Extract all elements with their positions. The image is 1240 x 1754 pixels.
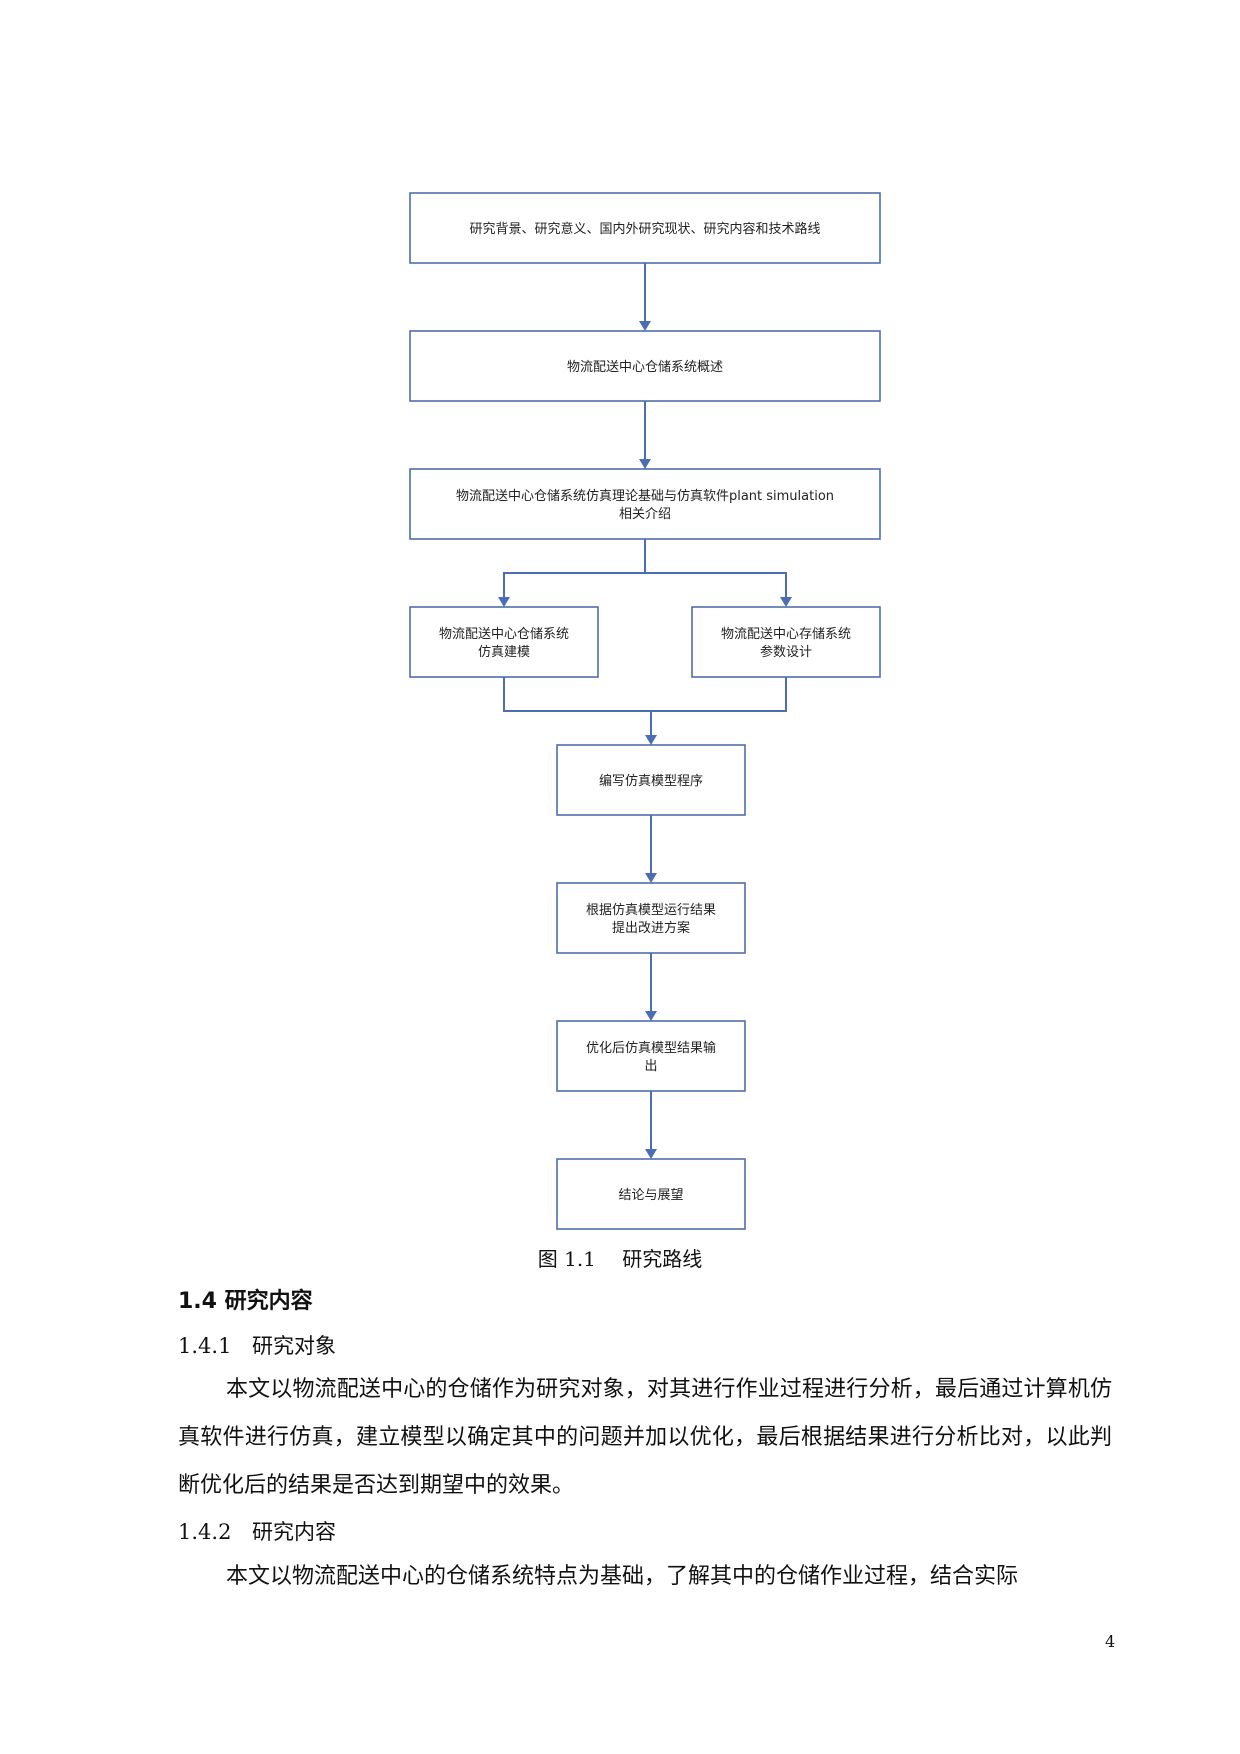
flowchart-node-label: 研究背景、研究意义、国内外研究现状、研究内容和技术路线 — [469, 221, 820, 237]
figure-caption: 图 1.1 研究路线 — [0, 1243, 1240, 1272]
section-title: 研究内容 — [224, 1289, 313, 1314]
section-heading: 1.4 研究内容 — [178, 1283, 313, 1315]
flowchart-node-box — [409, 468, 881, 540]
flowchart-arrowhead — [639, 321, 651, 331]
figure-number: 图 1.1 — [537, 1247, 596, 1271]
subsection-heading-1: 1.4.1 研究对象 — [178, 1330, 336, 1360]
flowchart-node: 编写仿真模型程序 — [556, 744, 746, 816]
flowchart-node-box — [409, 606, 599, 678]
flowchart-node-box — [691, 606, 881, 678]
flowchart-node-label: 编写仿真模型程序 — [599, 774, 703, 789]
flowchart-connector — [644, 539, 787, 597]
subsection-title: 研究内容 — [252, 1520, 336, 1544]
flowchart-nodes: 研究背景、研究意义、国内外研究现状、研究内容和技术路线物流配送中心仓储系统概述物… — [409, 192, 881, 1230]
flowchart-arrowhead — [645, 873, 657, 883]
flowchart-node-label: 结论与展望 — [618, 1187, 683, 1203]
flowchart-node-label: 参数设计 — [760, 644, 812, 660]
flowchart-connectors — [498, 263, 792, 1159]
flowchart-node-label: 物流配送中心仓储系统仿真理论基础与仿真软件plant simulation — [456, 489, 834, 504]
flowchart-connector — [503, 539, 646, 597]
flowchart-arrowhead — [780, 597, 792, 607]
flowchart-node-label: 物流配送中心仓储系统概述 — [567, 360, 723, 375]
flowchart-arrowhead — [498, 597, 510, 607]
flowchart-node-box — [556, 744, 746, 816]
subsection-number: 1.4.1 — [178, 1334, 232, 1358]
flowchart-node: 物流配送中心仓储系统概述 — [409, 330, 881, 402]
flowchart-node-box — [556, 1158, 746, 1230]
flowchart-node-label: 出 — [644, 1059, 657, 1074]
subsection-number: 1.4.2 — [178, 1520, 232, 1544]
subsection-title: 研究对象 — [252, 1334, 336, 1358]
flowchart-arrowhead — [639, 459, 651, 469]
research-route-flowchart: 研究背景、研究意义、国内外研究现状、研究内容和技术路线物流配送中心仓储系统概述物… — [409, 192, 881, 1230]
flowchart-node-label: 仿真建模 — [478, 645, 530, 660]
flowchart-connector — [651, 677, 787, 712]
flowchart-node-label: 优化后仿真模型结果输 — [586, 1040, 716, 1056]
figure-title: 研究路线 — [622, 1247, 703, 1271]
section-number: 1.4 — [178, 1289, 217, 1314]
flowchart-arrowhead — [645, 1011, 657, 1021]
paragraph-research-object: 本文以物流配送中心的仓储作为研究对象，对其进行作业过程进行分析，最后通过计算机仿… — [178, 1377, 1112, 1498]
flowchart-node-box — [409, 192, 881, 264]
page-number: 4 — [1105, 1632, 1116, 1651]
flowchart-node: 研究背景、研究意义、国内外研究现状、研究内容和技术路线 — [409, 192, 881, 264]
flowchart-node-label: 物流配送中心仓储系统 — [439, 627, 569, 642]
flowchart-node-box — [556, 882, 746, 954]
flowchart-node-box — [556, 1020, 746, 1092]
paragraph-research-content: 本文以物流配送中心的仓储系统特点为基础，了解其中的仓储作业过程，结合实际 — [226, 1564, 1019, 1589]
flowchart-arrowhead — [645, 735, 657, 745]
flowchart-node-box — [409, 330, 881, 402]
flowchart-node-label: 相关介绍 — [619, 507, 671, 522]
flowchart-connector — [503, 677, 651, 712]
flowchart-node: 物流配送中心仓储系统仿真理论基础与仿真软件plant simulation 相关介… — [409, 468, 881, 540]
flowchart-node-label: 根据仿真模型运行结果 — [586, 903, 716, 918]
flowchart-node: 结论与展望 — [556, 1158, 746, 1230]
subsection-heading-2: 1.4.2 研究内容 — [178, 1516, 336, 1546]
flowchart-arrowhead — [645, 1149, 657, 1159]
flowchart-node-label: 物流配送中心存储系统 — [721, 627, 851, 642]
flowchart-node-label: 提出改进方案 — [612, 920, 690, 936]
